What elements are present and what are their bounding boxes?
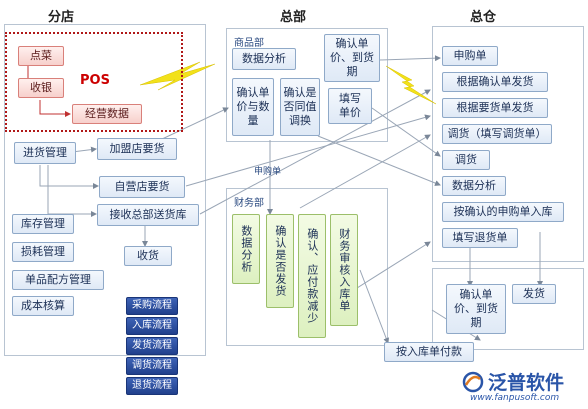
- fill-price-box: 填写单价: [328, 88, 372, 124]
- commodity-data-analysis-box: 数据分析: [232, 48, 296, 70]
- wh-data-analysis-box: 数据分析: [442, 176, 506, 196]
- branch-heading: 分店: [48, 10, 75, 25]
- lightning-right-icon: [385, 65, 437, 105]
- warehouse-heading: 总仓: [470, 10, 497, 25]
- direct-request-box: 自营店要货: [99, 176, 185, 198]
- fill-return-box: 填写退货单: [442, 228, 518, 248]
- franchise-request-box: 加盟店要货: [97, 138, 177, 160]
- commodity-confirm-price-date-text: 确认单价、到货期: [330, 37, 374, 78]
- pos-area: [5, 32, 183, 132]
- inventory-mgmt-box: 库存管理: [12, 214, 74, 234]
- recipe-mgmt-box: 单品配方管理: [12, 270, 104, 290]
- flow-transfer: 调货流程: [126, 357, 178, 375]
- confirm-contract-box: 确认是否同值调换: [280, 78, 320, 136]
- purchase-mgmt-box: 进货管理: [14, 142, 76, 164]
- wh-purchase-order-box: 申购单: [442, 46, 498, 66]
- fanpu-logo: 泛普软件: [462, 368, 564, 395]
- ship-by-confirm-box: 根据确认单发货: [442, 72, 548, 92]
- transfer-fill-box: 调货（填写调货单）: [442, 124, 552, 144]
- confirm-price-qty-box: 确认单价与数量: [232, 78, 274, 136]
- confirm-contract-text: 确认是否同值调换: [283, 86, 317, 127]
- wh-confirm-price-date-text: 确认单价、到货期: [454, 288, 498, 329]
- flow-shipping: 发货流程: [126, 337, 178, 355]
- confirm-payable-box: 确认、应付款减少: [298, 214, 326, 338]
- loss-mgmt-box: 损耗管理: [12, 242, 74, 262]
- pos-title: POS: [80, 73, 110, 88]
- flow-return: 退货流程: [126, 377, 178, 395]
- ship-box: 发货: [512, 284, 556, 304]
- hq-heading: 总部: [280, 10, 307, 25]
- purchase-order-label: 申购单: [254, 167, 282, 177]
- cost-accounting-box: 成本核算: [12, 296, 74, 316]
- confirm-ship-box: 确认是否发货: [266, 214, 294, 308]
- inbound-payment-box: 按入库单付款: [384, 342, 474, 362]
- order-box: 点菜: [18, 46, 64, 66]
- receipt-box: 收货: [124, 246, 172, 266]
- checkout-box: 收银: [18, 78, 64, 98]
- flow-inbound: 入库流程: [126, 317, 178, 335]
- ship-by-request-box: 根据要货单发货: [442, 98, 548, 118]
- fill-price-text: 填写单价: [339, 92, 361, 119]
- transfer-box: 调货: [442, 150, 490, 170]
- confirm-price-qty-text: 确认单价与数量: [236, 86, 270, 127]
- logo-name: 泛普软件: [488, 372, 565, 394]
- lightning-left-icon: [139, 61, 216, 91]
- finance-title: 财务部: [234, 198, 264, 209]
- finance-data-analysis-box: 数据分析: [232, 214, 260, 284]
- operating-data-box: 经营数据: [72, 104, 142, 124]
- fanpu-logo-icon: [462, 371, 484, 392]
- flow-purchase: 采购流程: [126, 297, 178, 315]
- logo-url: www.fanpusoft.com: [470, 393, 560, 403]
- audit-inbound-box: 财务审核入库单: [330, 214, 358, 326]
- receive-delivery-box: 接收总部送货库: [97, 204, 199, 226]
- commodity-title: 商品部: [234, 38, 264, 49]
- inbound-by-confirm-box: 按确认的申购单入库: [442, 202, 564, 222]
- wh-confirm-price-date-box: 确认单价、到货期: [446, 284, 506, 334]
- commodity-confirm-price-date-box: 确认单价、到货期: [324, 34, 380, 82]
